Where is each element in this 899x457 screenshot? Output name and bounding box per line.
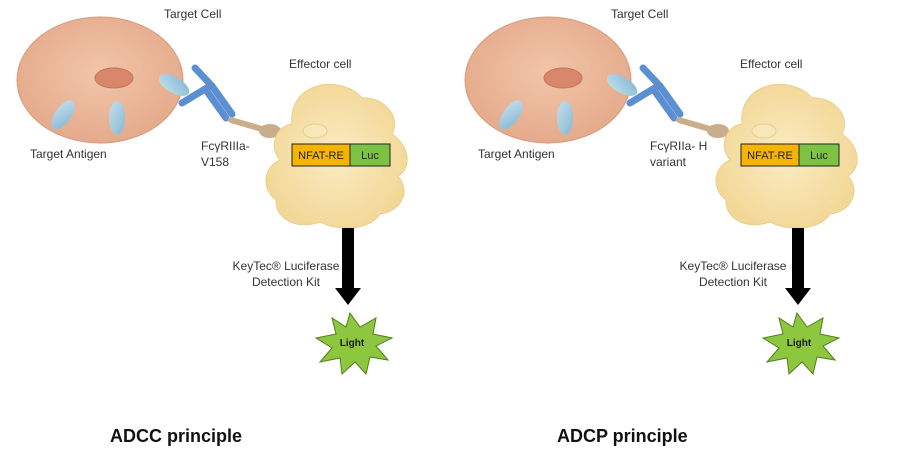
luc-label: Luc	[810, 150, 828, 162]
target-cell-nucleus	[94, 67, 134, 89]
target-cell-nucleus	[543, 67, 583, 89]
fc-receptor-icon	[228, 117, 281, 138]
panel-adcc: Target Cell Target Antigen FcγRIIIa- V15…	[16, 7, 408, 446]
receptor-label-line2: V158	[201, 155, 229, 169]
principle-title: ADCC principle	[110, 426, 242, 446]
target-antigen	[557, 101, 573, 135]
effector-nucleus	[302, 123, 328, 139]
down-arrow-icon	[335, 228, 361, 305]
principle-title: ADCP principle	[557, 426, 688, 446]
target-antigen-label: Target Antigen	[30, 147, 107, 161]
effector-cell-label: Effector cell	[740, 57, 802, 71]
panel-adcp: Target Cell Target Antigen FcγRIIa- H va…	[464, 7, 858, 446]
target-cell	[464, 16, 632, 144]
receptor-label-line1: FcγRIIa- H	[650, 139, 707, 153]
light-star-icon	[314, 311, 394, 376]
light-label: Light	[787, 338, 812, 349]
kit-label-line1: KeyTec® Luciferase	[680, 259, 787, 273]
target-antigen	[158, 74, 190, 96]
target-antigen	[499, 100, 523, 130]
fc-receptor-icon	[676, 117, 729, 138]
light-label: Light	[340, 338, 365, 349]
target-cell-label: Target Cell	[611, 7, 668, 21]
target-antigen	[51, 100, 75, 130]
kit-label-line2: Detection Kit	[252, 275, 321, 289]
receptor-label-line2: variant	[650, 155, 687, 169]
target-cell	[16, 16, 184, 144]
target-antigen	[109, 101, 125, 135]
effector-nucleus	[751, 123, 777, 139]
target-cell-label: Target Cell	[164, 7, 221, 21]
luc-label: Luc	[361, 150, 379, 162]
luc-box	[798, 143, 840, 167]
kit-label-line2: Detection Kit	[699, 275, 768, 289]
nfat-re-label: NFAT-RE	[298, 150, 344, 162]
kit-label-line1: KeyTec® Luciferase	[233, 259, 340, 273]
light-star-icon	[761, 311, 841, 376]
target-antigen-label: Target Antigen	[478, 147, 555, 161]
effector-cell-label: Effector cell	[289, 57, 351, 71]
down-arrow-icon	[785, 228, 811, 305]
luc-box	[349, 143, 391, 167]
antibody-icon	[626, 64, 684, 122]
nfat-re-label: NFAT-RE	[747, 150, 793, 162]
receptor-label-line1: FcγRIIIa-	[201, 139, 250, 153]
target-antigen	[606, 74, 638, 96]
antibody-icon	[178, 64, 236, 122]
